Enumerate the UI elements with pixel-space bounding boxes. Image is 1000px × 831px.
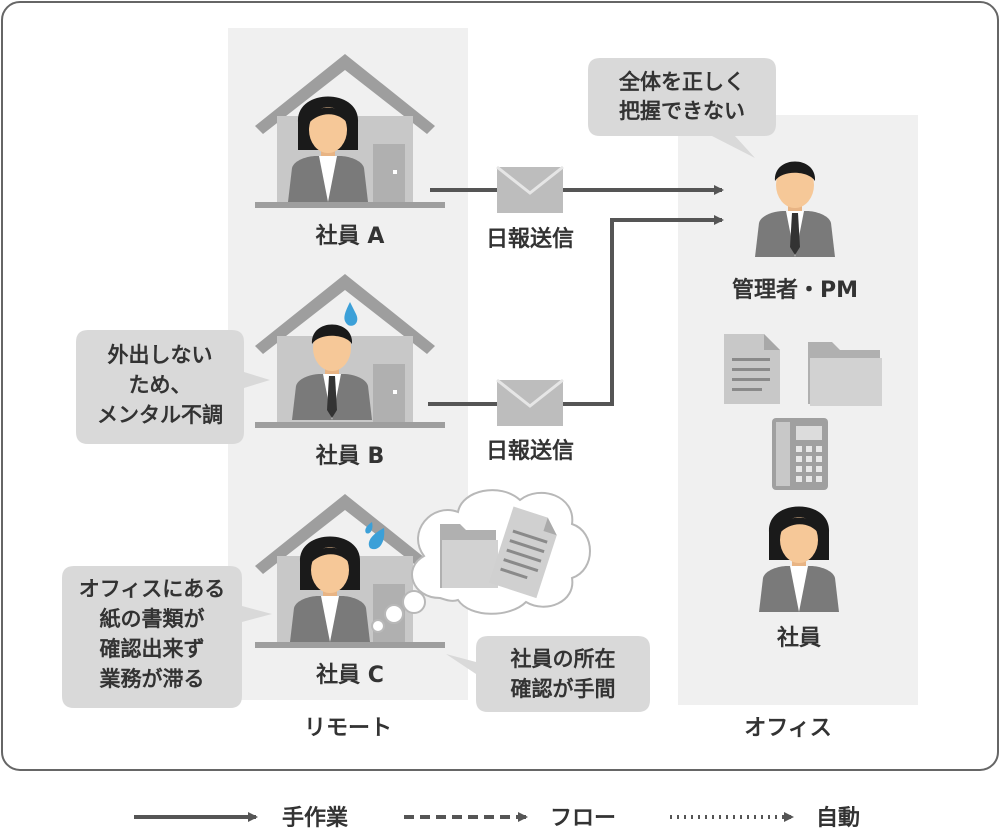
remote-zone-label: リモート: [304, 716, 392, 741]
envelope-icon: [495, 165, 565, 215]
message-label: 日報送信: [486, 438, 574, 464]
phone-icon: [772, 418, 828, 490]
bubble-text: 外出しない: [108, 343, 213, 367]
bubble-text: 把握できない: [619, 99, 745, 123]
bubble-text: 業務が滞る: [100, 667, 205, 691]
office-staff-icon: [759, 506, 839, 612]
legend-label: 自動: [816, 805, 860, 831]
manager-label: 管理者・PM: [732, 277, 858, 303]
legend-label: フロー: [550, 806, 616, 831]
bubble-text: 確認出来ず: [100, 637, 205, 661]
legend: 手作業 フロー 自動: [134, 805, 860, 831]
document-icon: [488, 506, 557, 599]
bubble-text: 確認が手間: [511, 677, 616, 701]
employee-c-icon: [290, 536, 370, 642]
bubble-text: 紙の書類が: [100, 607, 205, 631]
envelope-icon: [495, 378, 565, 428]
thought-cloud: [371, 489, 591, 633]
office-staff-label: 社員: [777, 625, 821, 651]
message-label: 日報送信: [486, 226, 574, 252]
employee-a-icon: [288, 96, 368, 202]
manager-bubble: 全体を正しく 把握できない: [588, 58, 776, 158]
employee-c-bubble: オフィスにある 紙の書類が 確認出来ず 業務が滞る: [62, 566, 272, 708]
document-icon: [724, 334, 780, 404]
sweat-drop-icon: [368, 528, 385, 550]
office-zone-label: オフィス: [744, 716, 832, 741]
sweat-drop-icon: [344, 302, 358, 326]
folder-icon: [440, 524, 498, 588]
bubble-text: ため、: [129, 373, 192, 397]
bubble-text: オフィスにある: [79, 577, 226, 601]
legend-label: 手作業: [282, 806, 349, 831]
employee-c-label: 社員 C: [316, 662, 384, 688]
sweat-drop-icon: [365, 522, 373, 534]
bubble-text: 全体を正しく: [618, 70, 745, 94]
bubble-text: メンタル不調: [97, 403, 223, 427]
employee-b-bubble: 外出しない ため、 メンタル不調: [76, 330, 270, 444]
folder-icon: [808, 342, 882, 406]
employee-a-label: 社員 A: [316, 223, 385, 249]
employee-b-label: 社員 B: [316, 443, 384, 469]
location-bubble: 社員の所在 確認が手間: [446, 636, 650, 712]
bubble-text: 社員の所在: [510, 647, 616, 671]
